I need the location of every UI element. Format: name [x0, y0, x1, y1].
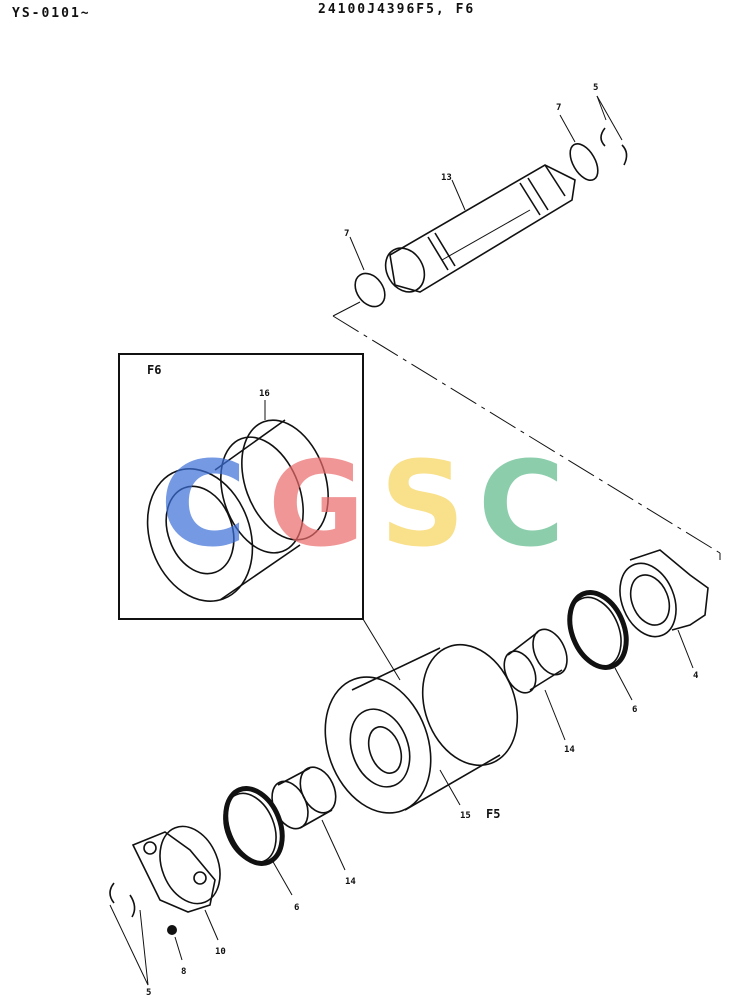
- callout-o-ring-top: 7: [556, 103, 561, 113]
- model-code: YS-0101~: [12, 6, 91, 21]
- snap-ring-top-leader-b: [596, 95, 623, 141]
- callout-o-ring-left: 7: [344, 229, 349, 239]
- inset-title: F6: [147, 363, 161, 377]
- roller-f5: [324, 643, 519, 814]
- watermark-letter-c2: C: [478, 435, 565, 573]
- callout-collar-left: 10: [215, 947, 226, 957]
- cgsc-watermark: C G S C: [160, 435, 565, 573]
- shaft-leader: [451, 179, 466, 211]
- o-ring-top-leader: [559, 114, 576, 143]
- snap-ring-top-b: [621, 144, 628, 166]
- o-ring-top: [569, 143, 599, 181]
- seal-left: [223, 786, 293, 896]
- callout-seal-left: 6: [294, 903, 299, 913]
- seal-right: [567, 590, 633, 701]
- snap-ring-top-a: [600, 127, 606, 147]
- snap-ring-bottom-leader: [109, 904, 149, 986]
- callout-collar-right: 4: [693, 671, 699, 681]
- callout-roller-f5: 15: [460, 811, 471, 821]
- snap-ring-bottom-b: [129, 894, 136, 918]
- watermark-letter-c1: C: [160, 435, 247, 573]
- callout-bushing-left: 14: [345, 877, 356, 887]
- o-ring-left: [354, 272, 386, 308]
- callout-seal-right: 6: [632, 705, 637, 715]
- collar-left: [131, 825, 221, 941]
- part-number: 24100J4396F5, F6: [318, 2, 476, 17]
- shaft: [384, 164, 576, 293]
- watermark-letter-g: G: [268, 435, 365, 573]
- callout-snap-ring-top: 5: [593, 83, 598, 93]
- snap-ring-bottom-a: [109, 882, 115, 904]
- inset-callout: 16: [259, 389, 270, 399]
- callout-shaft: 13: [441, 173, 452, 183]
- collar-right: [619, 549, 709, 669]
- plug: [167, 925, 183, 961]
- main-variant-label: F5: [486, 807, 500, 821]
- callout-snap-ring-bottom: 5: [146, 988, 151, 998]
- callout-plug: 8: [181, 967, 186, 977]
- o-ring-left-leader: [349, 236, 365, 271]
- bushing-right: [503, 628, 568, 741]
- callout-bushing-right: 14: [564, 745, 575, 755]
- bushing-left: [271, 766, 346, 871]
- watermark-letter-s: S: [380, 435, 465, 573]
- snap-ring-top-leader-a: [596, 95, 607, 121]
- assembly-centerline: [332, 301, 721, 560]
